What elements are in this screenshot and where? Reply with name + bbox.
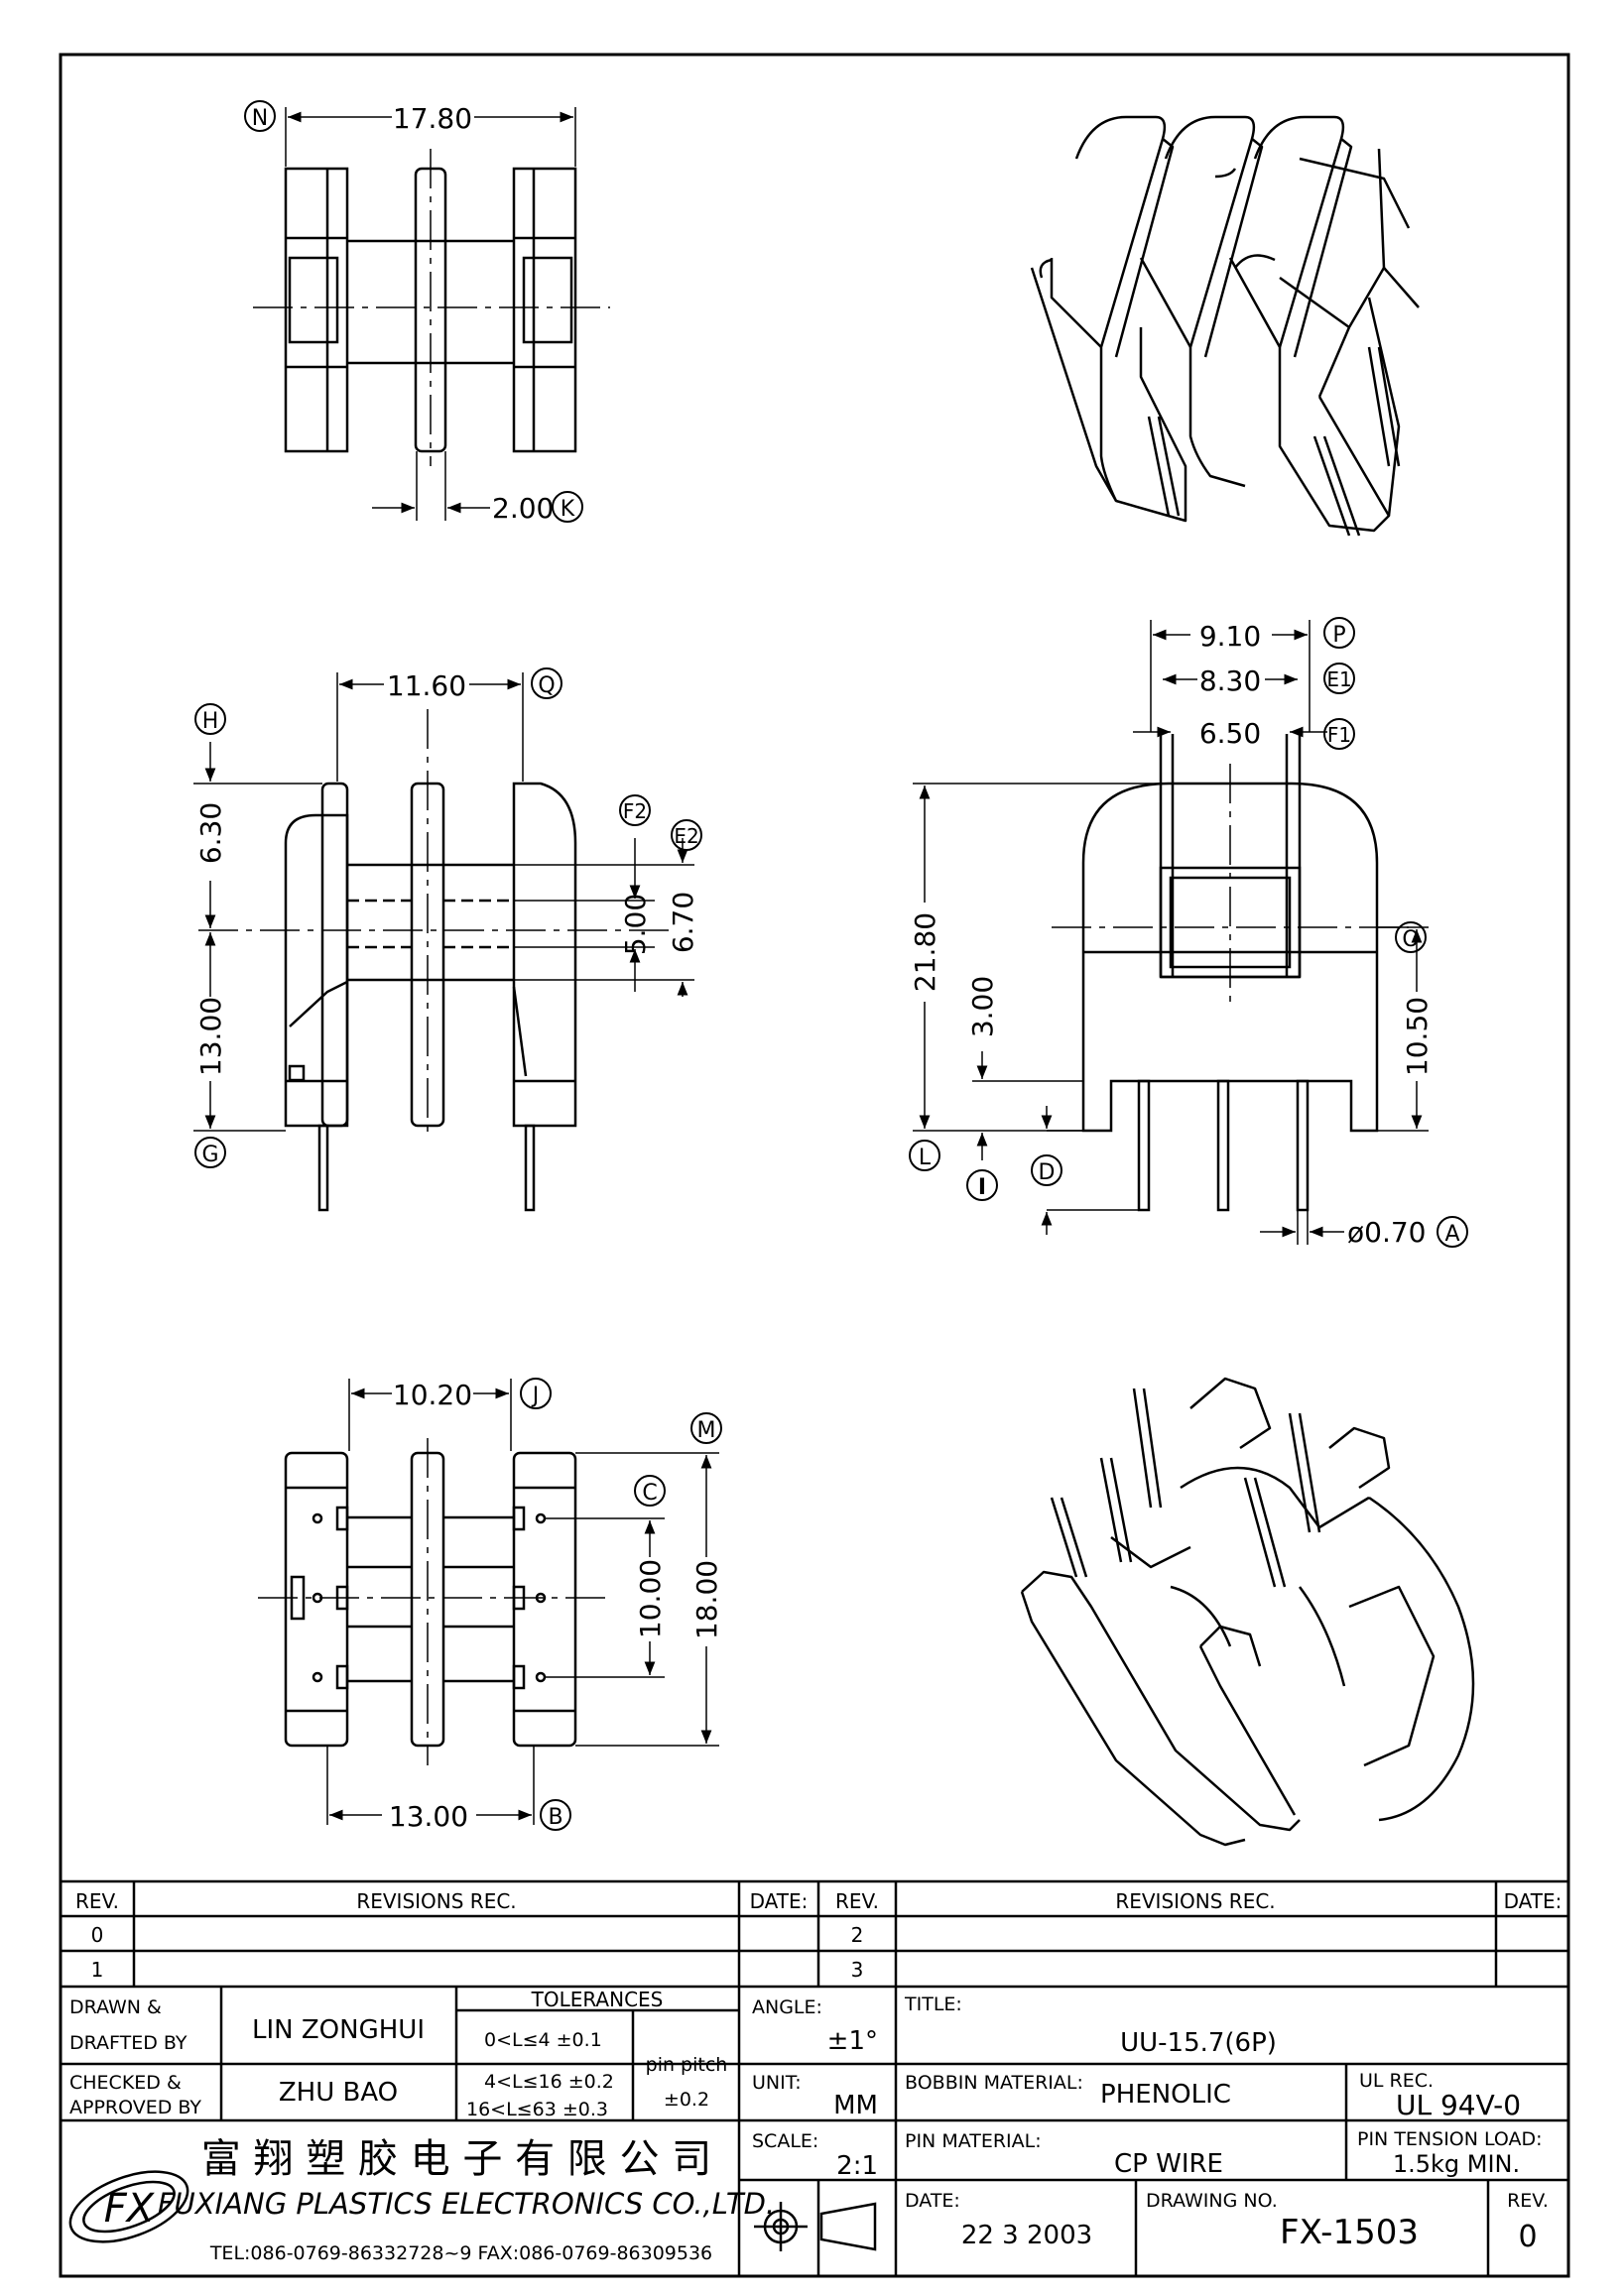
bobbin-label: BOBBIN MATERIAL: [905, 2072, 1083, 2094]
title-value: UU-15.7(6P) [1120, 2028, 1277, 2058]
callout-d: D [1039, 1160, 1056, 1185]
date-value: 22 3 2003 [961, 2221, 1092, 2250]
callout-m: M [697, 1418, 716, 1443]
angle-value: ±1° [827, 2026, 878, 2056]
callout-b: B [548, 1805, 562, 1830]
rev-row-3: 3 [851, 1958, 864, 1982]
pin-material-label: PIN MATERIAL: [905, 2130, 1042, 2152]
dim-f1-value: 6.50 [1199, 717, 1261, 750]
drawn-value: LIN ZONGHUI [252, 2015, 425, 2045]
callout-l: L [919, 1146, 932, 1170]
callout-o: O [1402, 927, 1419, 952]
date-label: DATE: [905, 2190, 960, 2212]
pin-pitch-value: ±0.2 [664, 2089, 709, 2111]
callout-c: C [642, 1481, 657, 1506]
bobbin-value: PHENOLIC [1100, 2080, 1231, 2110]
pin-material-value: CP WIRE [1114, 2149, 1223, 2179]
company-name-en: FUXIANG PLASTICS ELECTRONICS CO.,LTD. [158, 2187, 775, 2221]
drawing-no-label: DRAWING NO. [1146, 2190, 1278, 2212]
iso-view-top [1030, 115, 1420, 537]
pin-tension-value: 1.5kg MIN. [1393, 2150, 1520, 2178]
title-label: TITLE: [904, 1994, 962, 2015]
angle-label: ANGLE: [752, 1996, 822, 2018]
pin-pitch-label: pin pitch [646, 2054, 728, 2076]
dim-e2-value: 6.70 [667, 892, 699, 953]
dim-o-value: 10.50 [1401, 997, 1434, 1076]
rev-header-right: REV. [835, 1889, 879, 1913]
callout-n: N [252, 106, 268, 131]
callout-q: Q [538, 673, 555, 698]
date-header-left: DATE: [750, 1889, 809, 1913]
callout-e2: E2 [674, 824, 698, 848]
dim-e1-value: 8.30 [1199, 665, 1261, 697]
bottom-view [258, 1379, 719, 1825]
callout-g: G [201, 1143, 218, 1167]
tolerances-label: TOLERANCES [531, 1988, 664, 2011]
callout-i: I [978, 1175, 986, 1200]
tol-row-3: 16<L≤63 ±0.3 [466, 2099, 608, 2120]
callout-p: P [1332, 623, 1345, 648]
rec-header-right: REVISIONS REC. [1115, 1889, 1275, 1913]
dim-a-value: ø0.70 [1347, 1216, 1426, 1249]
pin-tension-label: PIN TENSION LOAD: [1357, 2128, 1543, 2150]
dim-q-value: 11.60 [387, 669, 466, 702]
callout-a: A [1444, 1222, 1459, 1247]
dim-i-value: 3.00 [966, 976, 999, 1037]
drawn-label-2: DRAFTED BY [69, 2032, 187, 2054]
dim-j-value: 10.20 [393, 1379, 472, 1411]
rev-value: 0 [1518, 2220, 1537, 2254]
dim-k-value: 2.00 [492, 492, 554, 525]
logo-text: FX [104, 2186, 156, 2232]
checked-value: ZHU BAO [279, 2078, 398, 2108]
dim-c-value: 10.00 [634, 1559, 667, 1638]
ul-label: UL REC. [1359, 2070, 1434, 2092]
callout-k: K [561, 497, 575, 522]
rev-row-2: 2 [851, 1923, 864, 1947]
drawn-label-1: DRAWN & [69, 1996, 162, 2018]
rev-label: REV. [1507, 2190, 1549, 2212]
callout-f2: F2 [623, 799, 647, 823]
sheet-border [59, 53, 1570, 2278]
dim-n-value: 17.80 [393, 102, 472, 135]
rev-row-1: 1 [91, 1958, 104, 1982]
ul-value: UL 94V-0 [1396, 2089, 1521, 2121]
company-logo [68, 2170, 189, 2243]
callout-h: H [202, 709, 219, 734]
tol-row-2: 4<L≤16 ±0.2 [484, 2071, 614, 2093]
dim-m-value: 18.00 [690, 1560, 723, 1639]
side-view [193, 672, 694, 1212]
checked-label-1: CHECKED & [69, 2072, 182, 2094]
scale-value: 2:1 [836, 2151, 878, 2181]
callout-j: J [531, 1384, 540, 1408]
callout-e1: E1 [1326, 667, 1351, 691]
drawing-no-value: FX-1503 [1280, 2213, 1419, 2252]
rev-header-left: REV. [75, 1889, 119, 1913]
rev-row-0: 0 [91, 1923, 104, 1947]
company-contact: TEL:086-0769-86332728~9 FAX:086-0769-863… [209, 2242, 712, 2264]
dim-total-height: 21.80 [909, 912, 941, 992]
tol-row-1: 0<L≤4 ±0.1 [484, 2029, 602, 2051]
title-block-grid [61, 1879, 1568, 2276]
date-header-right: DATE: [1504, 1889, 1562, 1913]
iso-view-bottom [1020, 1377, 1475, 1847]
top-view [253, 107, 610, 521]
front-view [913, 620, 1429, 1245]
rec-header-left: REVISIONS REC. [356, 1889, 516, 1913]
unit-label: UNIT: [752, 2072, 802, 2094]
dim-h-value: 6.30 [194, 802, 227, 864]
dim-f2-value: 5.00 [619, 894, 652, 955]
dim-b-value: 13.00 [389, 1800, 468, 1833]
company-name-cn: 富 翔 塑 胶 电 子 有 限 公 司 [201, 2136, 711, 2182]
unit-value: MM [833, 2091, 878, 2120]
dim-p-value: 9.10 [1199, 620, 1261, 653]
checked-label-2: APPROVED BY [69, 2097, 201, 2118]
callout-f1: F1 [1327, 723, 1351, 747]
scale-label: SCALE: [752, 2130, 818, 2152]
dim-g-value: 13.00 [194, 997, 227, 1076]
